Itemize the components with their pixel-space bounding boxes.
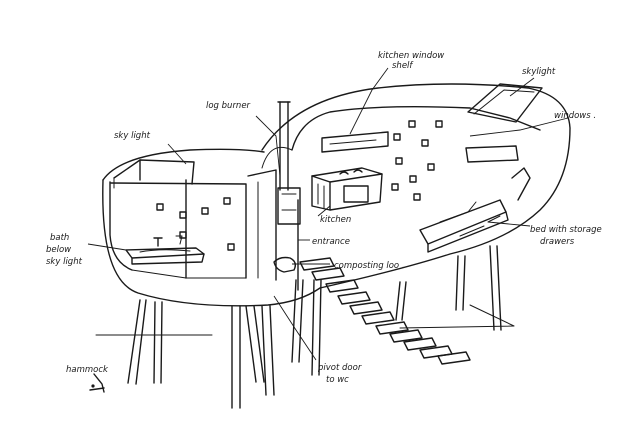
label-bath-2: below (46, 245, 71, 255)
label-bath: bath (50, 233, 69, 243)
label-bed: bed with storage (530, 225, 602, 235)
label-pivot-door-2: to wc (326, 375, 349, 385)
entrance-partition (247, 146, 299, 291)
right-pod (261, 83, 571, 289)
label-skylight-right: skylight (522, 67, 556, 77)
bath (125, 235, 205, 265)
windows-right (391, 120, 519, 201)
labels: log burner kitchen window shelf skylight… (46, 51, 602, 385)
leader-lines (87, 67, 569, 361)
label-kitchen-window-shelf: kitchen window (378, 51, 444, 61)
kitchen-unit (311, 131, 389, 211)
label-composting-loo: composting loo . (334, 261, 405, 271)
label-windows: windows . (554, 111, 596, 121)
label-entrance: entrance (312, 237, 350, 247)
hammock-hook (89, 373, 105, 393)
label-bed-2: drawers (540, 237, 575, 247)
label-kitchen-window-shelf-2: shelf (392, 61, 414, 71)
label-hammock: hammock (66, 365, 109, 375)
left-pod (102, 148, 321, 307)
stilts (127, 245, 502, 409)
bed (419, 167, 531, 253)
label-kitchen: kitchen (320, 215, 351, 225)
windows-left (156, 197, 235, 251)
label-pivot-door: pivot door (317, 363, 362, 373)
right-skylight (467, 83, 543, 123)
label-bath-3: sky light (46, 257, 83, 267)
label-skylight-left: sky light (114, 131, 151, 141)
composting-loo (273, 256, 297, 273)
ground-line (95, 304, 515, 336)
label-log-burner: log burner (206, 101, 251, 111)
stairs (299, 257, 471, 365)
left-skylight (113, 159, 195, 189)
